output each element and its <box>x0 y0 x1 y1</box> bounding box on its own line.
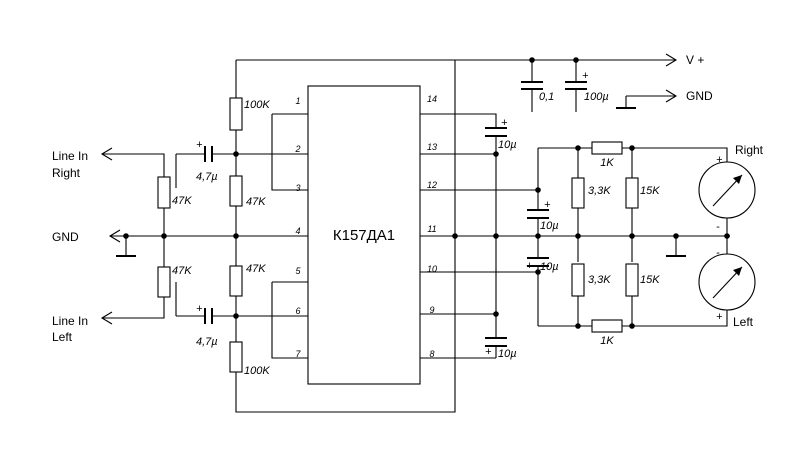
resistor-1k-bottom-label: 1K <box>600 335 614 347</box>
meter-left <box>698 253 756 311</box>
arrow-gnd-left <box>108 229 121 243</box>
capacitor-input-right <box>204 146 213 162</box>
pin-2: 2 <box>294 144 300 154</box>
capacitor-pin12 <box>527 209 549 219</box>
pin-8: 8 <box>429 349 434 359</box>
potentiometer-left-label: 47K <box>172 265 192 277</box>
ic-body <box>307 85 421 385</box>
resistor-47k-a-label: 47K <box>246 196 266 208</box>
capacitor-pin10-label: 10µ <box>540 261 559 273</box>
resistor-15k-bottom <box>625 263 639 297</box>
capacitor-100u <box>565 81 587 90</box>
capacitor-input-left <box>204 308 213 324</box>
resistor-100k-bottom <box>229 341 243 373</box>
capacitor-pin13-label: 10µ <box>498 139 517 151</box>
capacitor-0-1 <box>521 81 543 90</box>
port-line-in-right-2: Right <box>52 166 81 180</box>
junction-dots <box>123 57 730 329</box>
resistor-47k-b <box>229 265 243 297</box>
ic-pin-numbers: 1 2 3 4 5 6 7 14 13 12 11 10 9 8 <box>294 94 437 359</box>
capacitor-input-right-polarity: + <box>196 139 203 151</box>
resistor-1k-top <box>591 141 623 155</box>
potentiometer-right <box>157 176 171 209</box>
pin-7: 7 <box>295 349 301 359</box>
port-line-in-right-1: Line In <box>52 149 88 163</box>
resistor-1k-bottom <box>591 319 623 333</box>
resistor-15k-top-label: 15K <box>640 185 660 197</box>
arrow-line-in-left <box>100 311 113 325</box>
meter-left-minus: - <box>716 247 720 259</box>
arrow-line-in-right <box>100 147 113 161</box>
potentiometer-right-label: 47K <box>172 195 192 207</box>
resistor-3-3k-bottom <box>571 263 585 297</box>
meter-left-plus: + <box>716 311 723 323</box>
capacitor-input-left-label: 4,7µ <box>196 336 218 348</box>
resistor-3-3k-top-label: 3,3K <box>588 185 611 197</box>
pin-12: 12 <box>427 180 437 190</box>
pin-1: 1 <box>295 96 300 106</box>
resistor-47k-b-label: 47K <box>246 263 266 275</box>
port-vplus: V + <box>686 53 704 67</box>
capacitor-input-left-polarity: + <box>196 303 203 315</box>
pin-9: 9 <box>429 305 434 315</box>
port-gnd-right: GND <box>686 89 713 103</box>
resistor-1k-top-label: 1K <box>600 157 614 169</box>
resistor-100k-bottom-label: 100K <box>244 365 270 377</box>
pin-13: 13 <box>427 142 437 152</box>
port-line-in-left-1: Line In <box>52 314 88 328</box>
resistor-3-3k-bottom-label: 3,3K <box>588 274 611 286</box>
port-gnd-left: GND <box>52 230 79 244</box>
resistor-47k-a <box>229 175 243 207</box>
resistor-100k-top <box>229 97 243 131</box>
capacitor-100u-polarity: + <box>582 70 589 82</box>
resistor-15k-top <box>625 177 639 209</box>
pin-14: 14 <box>427 94 437 104</box>
pin-3: 3 <box>295 183 300 193</box>
capacitor-0-1-label: 0,1 <box>539 91 554 103</box>
meter-left-label: Left <box>733 315 754 329</box>
capacitor-pin13-polarity: + <box>501 117 508 129</box>
meter-right-plus: + <box>716 154 723 166</box>
capacitor-100u-label: 100µ <box>584 91 609 103</box>
capacitor-input-right-label: 4,7µ <box>196 171 218 183</box>
meter-right <box>698 161 756 219</box>
capacitor-pin8-label: 10µ <box>498 348 517 360</box>
resistor-100k-top-label: 100K <box>244 99 270 111</box>
capacitor-pin12-polarity: + <box>544 199 551 211</box>
port-line-in-left-2: Left <box>52 330 73 344</box>
ic-part-label: К157ДА1 <box>333 227 395 244</box>
meter-right-label: Right <box>735 143 764 157</box>
capacitor-pin8 <box>485 337 507 347</box>
arrow-gnd-right <box>665 89 678 103</box>
arrow-vplus <box>665 53 678 67</box>
meter-right-minus: - <box>716 221 720 233</box>
capacitor-pin13 <box>485 127 507 137</box>
pin-6: 6 <box>295 306 300 316</box>
capacitor-pin8-polarity: + <box>485 346 492 358</box>
capacitor-pin10 <box>527 257 549 267</box>
capacitor-pin12-label: 10µ <box>540 220 559 232</box>
potentiometer-left <box>157 266 171 298</box>
pin-5: 5 <box>295 266 301 276</box>
resistor-15k-bottom-label: 15K <box>640 274 660 286</box>
wires <box>102 59 730 413</box>
capacitor-pin10-polarity: + <box>526 260 533 272</box>
pin-11: 11 <box>427 224 436 234</box>
resistor-3-3k-top <box>571 177 585 209</box>
pin-4: 4 <box>295 226 300 236</box>
pin-10: 10 <box>427 264 437 274</box>
